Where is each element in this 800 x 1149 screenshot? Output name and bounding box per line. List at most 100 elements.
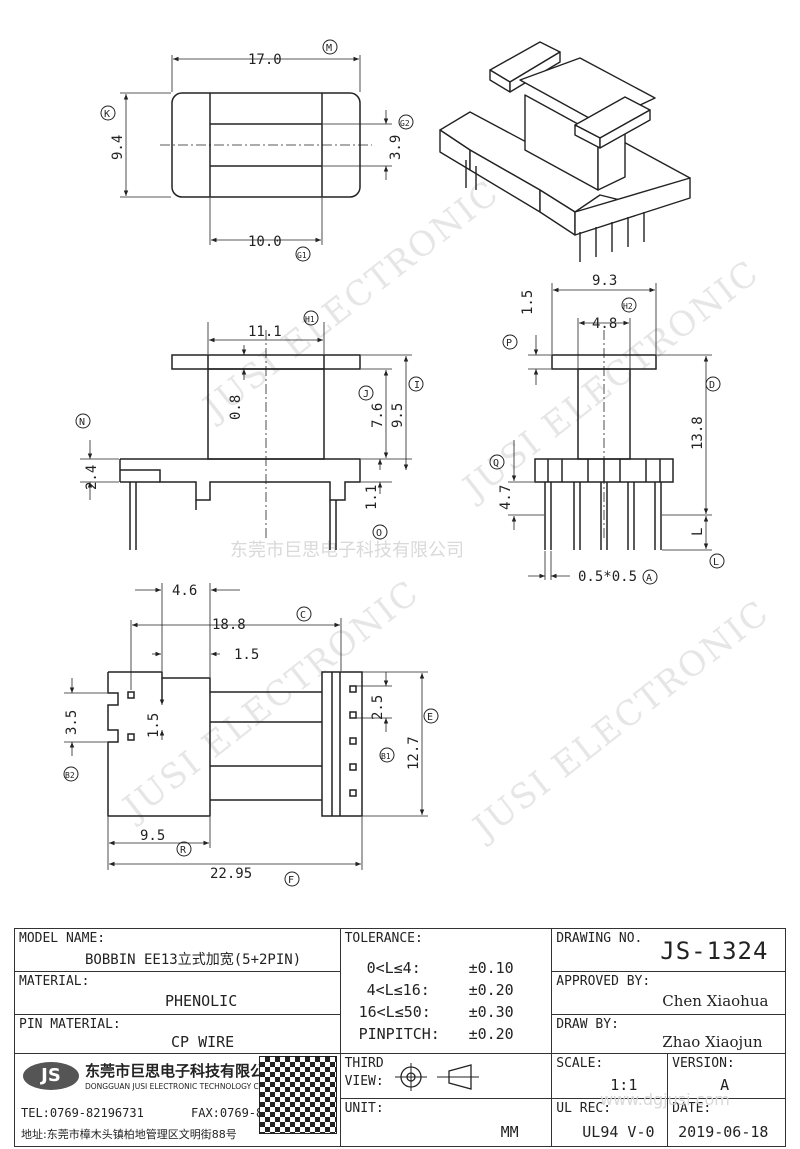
label-e: E — [427, 712, 433, 723]
dim-10-0: 10.0 — [248, 234, 282, 250]
drawing-no-cell: DRAWING NO. JS-1324 — [551, 928, 786, 972]
tol-value-1: ±0.20 — [468, 981, 514, 999]
label-p: P — [506, 338, 512, 349]
drawing-no: JS-1324 — [660, 937, 769, 965]
third-angle-projection-icon — [394, 1063, 479, 1091]
circle-labels-bottom: C E B1 B2 R F — [63, 606, 439, 887]
front-view — [80, 322, 412, 550]
version-value: A — [720, 1076, 730, 1094]
version-cell: VERSION: A — [667, 1052, 786, 1100]
dim-1-1: 1.1 — [364, 485, 380, 510]
scale-cell: SCALE: 1:1 — [551, 1052, 669, 1100]
qr-code — [258, 1056, 337, 1134]
label-k: K — [104, 109, 110, 120]
pin-material-value: CP WIRE — [171, 1033, 235, 1051]
dim-18-8: 18.8 — [212, 617, 246, 633]
third-view-cell: THIRD VIEW: — [258, 1052, 553, 1134]
dim-2-5: 2.5 — [370, 695, 386, 720]
technical-drawing: 17.0 9.4 3.9 10.0 M K G2 G1 — [63, 39, 725, 887]
watermark-site: www.dgjusi.com — [600, 1090, 730, 1109]
company-logo: JS — [23, 1062, 79, 1090]
tol-range-1: 4<L≤16: — [366, 981, 430, 999]
approved-value: Chen Xiaohua — [662, 992, 769, 1010]
top-view — [120, 55, 392, 245]
label-b2: B2 — [65, 771, 75, 780]
third-view-label-2: VIEW: — [344, 1074, 384, 1089]
company-tel: TEL:0769-82196731 — [21, 1106, 144, 1120]
model-name-cell: MODEL NAME: BOBBIN EE13立式加宽(5+2PIN) — [14, 928, 341, 972]
label-a: A — [646, 573, 652, 584]
tolerance-cell: TOLERANCE: 0<L≤4: ±0.10 4<L≤16: ±0.20 16… — [339, 928, 553, 1054]
dim-1-5-side: 1.5 — [520, 290, 536, 315]
circle-labels-side: H2 P D Q L A — [489, 297, 725, 585]
model-value: BOBBIN EE13立式加宽(5+2PIN) — [85, 952, 302, 968]
label-q: Q — [493, 458, 499, 469]
date-label: DATE: — [672, 1101, 712, 1117]
circle-labels-top: M K G2 G1 — [100, 39, 414, 262]
tol-range-2: 16<L≤50: — [358, 1003, 431, 1021]
dim-7-6: 7.6 — [370, 403, 386, 428]
dim-13-8: 13.8 — [690, 416, 706, 450]
tol-range-0: 0<L≤4: — [366, 959, 421, 977]
dim-3-9: 3.9 — [388, 135, 404, 160]
dim-l: L — [690, 528, 706, 536]
dim-22-95: 22.95 — [210, 866, 252, 882]
dim-pin: 0.5*0.5 — [578, 569, 637, 585]
label-f: F — [288, 875, 294, 886]
bottom-view — [64, 583, 428, 870]
version-label: VERSION: — [672, 1056, 735, 1071]
scale-label: SCALE: — [556, 1056, 604, 1071]
label-d: D — [709, 380, 715, 391]
material-value: PHENOLIC — [165, 992, 238, 1010]
draw-label: DRAW BY: — [556, 1017, 619, 1032]
label-r: R — [180, 845, 187, 856]
watermark-cn: 东莞市巨思电子科技有限公司 — [230, 540, 464, 561]
label-l: L — [713, 557, 719, 568]
label-g1: G1 — [297, 251, 307, 260]
dim-3-5: 3.5 — [64, 710, 80, 735]
approved-label: APPROVED BY: — [556, 974, 651, 989]
material-cell: MATERIAL: PHENOLIC — [14, 971, 341, 1015]
isometric-view — [439, 41, 691, 262]
dim-9-5: 9.5 — [390, 403, 406, 428]
company-cn: 东莞市巨思电子科技有限公司 — [85, 1062, 281, 1080]
company-address: 地址:东莞市樟木头镇柏地管理区文明街88号 — [21, 1128, 237, 1141]
circle-labels-front: H1 J I N O — [75, 310, 424, 540]
label-n: N — [79, 417, 85, 428]
company-en: DONGGUAN JUSI ELECTRONIC TECHNOLOGY CO.,… — [85, 1082, 286, 1091]
label-j: J — [363, 389, 369, 400]
label-b1: B1 — [381, 752, 391, 761]
tol-range-3: PINPITCH: — [358, 1025, 440, 1043]
pin-material-label: PIN MATERIAL: — [19, 1017, 121, 1032]
draw-value: Zhao Xiaojun — [662, 1033, 763, 1051]
dim-9-5-bottom: 9.5 — [140, 828, 165, 844]
dim-1-5-bottom: 1.5 — [234, 647, 259, 663]
dim-12-7: 12.7 — [406, 736, 422, 770]
title-block: MODEL NAME: BOBBIN EE13立式加宽(5+2PIN) TOLE… — [14, 928, 786, 1147]
dim-1-5-vertical: 1.5 — [146, 713, 162, 738]
date-value: 2019-06-18 — [678, 1123, 769, 1142]
tol-value-2: ±0.30 — [468, 1003, 514, 1021]
dim-11-1: 11.1 — [248, 324, 282, 340]
dim-4-8: 4.8 — [592, 316, 617, 332]
dim-9-3: 9.3 — [592, 273, 617, 289]
tol-value-0: ±0.10 — [468, 959, 514, 977]
label-o: O — [376, 528, 382, 539]
ul-cell: UL REC: UL94 V-0 — [551, 1098, 669, 1147]
dim-4-7: 4.7 — [498, 485, 514, 510]
tolerance-label: TOLERANCE: — [344, 931, 423, 946]
unit-value: MM — [500, 1123, 519, 1142]
date-cell: DATE: 2019-06-18 — [667, 1098, 786, 1147]
material-label: MATERIAL: — [19, 974, 90, 989]
tol-value-3: ±0.20 — [468, 1025, 514, 1043]
dim-4-6: 4.6 — [172, 583, 197, 599]
ul-value: UL94 V-0 — [582, 1123, 655, 1142]
label-i: I — [414, 380, 420, 391]
side-view — [508, 283, 712, 580]
label-g2: G2 — [400, 119, 410, 128]
dim-0-8: 0.8 — [228, 395, 244, 420]
drawing-no-label: DRAWING NO. — [556, 931, 643, 946]
scale-value: 1:1 — [610, 1076, 638, 1094]
label-m: M — [326, 43, 332, 54]
